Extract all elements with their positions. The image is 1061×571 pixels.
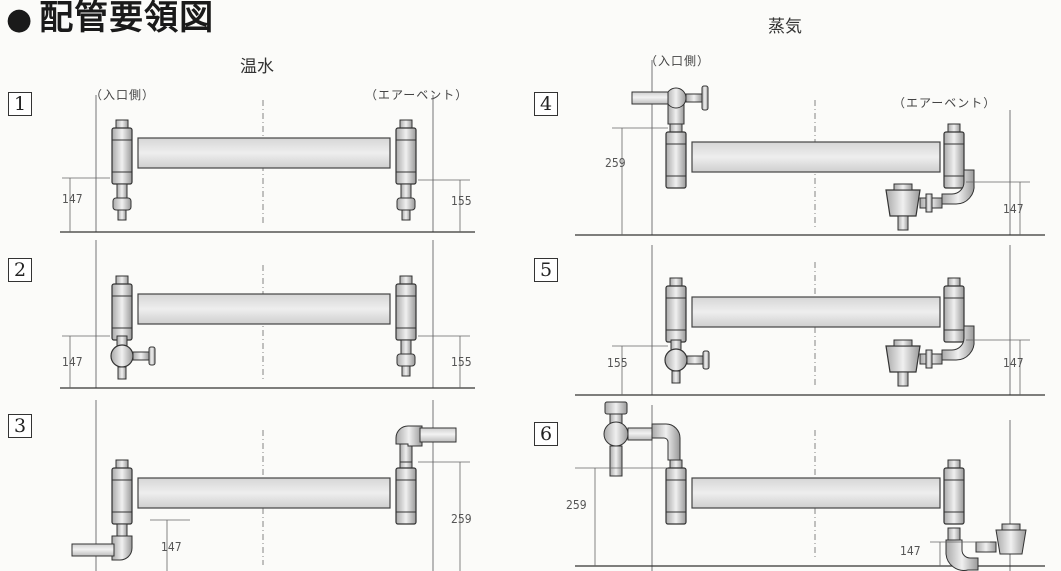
dimension-label-5-right: 147 [1003,356,1024,370]
dimension-label-1-right: 155 [451,194,472,208]
group-label-steam: 蒸気 [768,17,802,37]
diagram-number-2: 2 [8,258,32,282]
dimension-label-4-left: 259 [605,156,626,170]
diagram-number-3: 3 [8,414,32,438]
diagram-2 [60,240,475,389]
bullet-icon: ● [6,2,34,37]
diagram-number-5: 5 [534,258,558,282]
inlet-label-hot-water: （入口側） [90,88,156,102]
group-label-hot-water: 温水 [240,57,274,77]
dimension-label-2-right: 155 [451,355,472,369]
dimension-label-3-right: 259 [451,512,472,526]
dimension-label-3-left: 147 [161,540,182,554]
page-title: ●配管要領図 [6,0,214,39]
diagram-4 [575,60,1045,236]
diagram-number-1: 1 [8,92,32,116]
diagram-number-4: 4 [534,92,558,116]
title-text: 配管要領図 [39,0,215,38]
diagram-1 [60,95,475,233]
diagram-3 [71,400,470,571]
dimension-label-6-left: 259 [566,498,587,512]
dimension-label-5-left: 155 [607,356,628,370]
diagram-5 [575,245,1045,396]
inlet-label-steam: （入口側） [645,54,711,68]
diagram-number-6: 6 [534,422,558,446]
diagram-6 [575,401,1045,571]
air-vent-label-hot-water: （エアーベント） [365,88,469,102]
dimension-label-1-left: 147 [62,192,83,206]
dimension-label-6-right: 147 [900,544,921,558]
dimension-label-4-right: 147 [1003,202,1024,216]
dimension-label-2-left: 147 [62,355,83,369]
air-vent-label-steam: （エアーベント） [893,96,997,110]
